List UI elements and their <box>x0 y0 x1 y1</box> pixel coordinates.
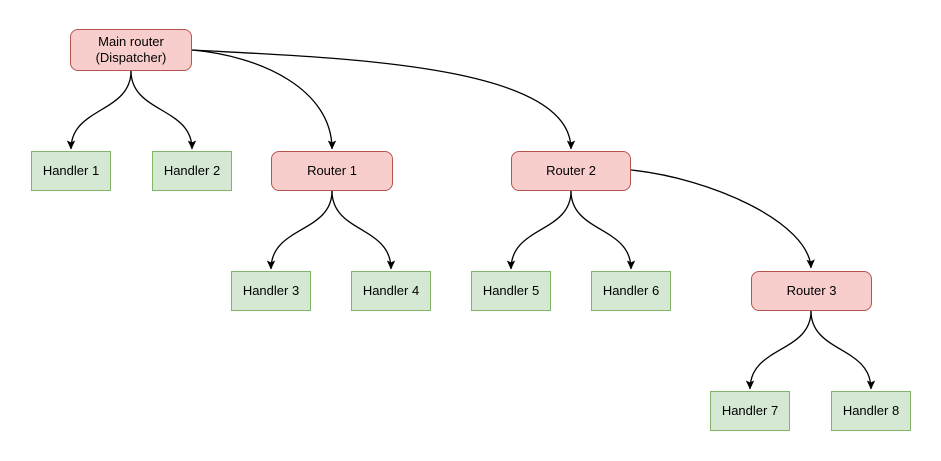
node-handler-8: Handler 8 <box>831 391 911 431</box>
edge-router-3-to-handler-7 <box>745 310 812 390</box>
handler-6-label: Handler 6 <box>602 283 660 298</box>
node-handler-4: Handler 4 <box>351 271 431 311</box>
node-handler-3: Handler 3 <box>231 271 311 311</box>
edge-main-router-to-router-1 <box>191 49 337 150</box>
main-router-label-line2: (Dispatcher) <box>95 50 167 65</box>
handler-7-label: Handler 7 <box>721 403 779 418</box>
edge-main-router-to-handler-2 <box>130 70 197 150</box>
edge-main-router-to-handler-1 <box>66 70 132 150</box>
router-2-label: Router 2 <box>546 163 596 178</box>
handler-2-label: Handler 2 <box>163 163 221 178</box>
node-handler-2: Handler 2 <box>152 151 232 191</box>
node-handler-7: Handler 7 <box>710 391 790 431</box>
node-handler-6: Handler 6 <box>591 271 671 311</box>
edge-router-1-to-handler-4 <box>331 190 396 270</box>
node-router-1: Router 1 <box>271 151 393 191</box>
node-handler-1: Handler 1 <box>31 151 111 191</box>
edge-router-2-to-handler-6 <box>570 190 636 270</box>
node-router-2: Router 2 <box>511 151 631 191</box>
handler-8-label: Handler 8 <box>842 403 900 418</box>
main-router-label: Main router (Dispatcher) <box>96 34 167 66</box>
handler-1-label: Handler 1 <box>42 163 100 178</box>
main-router-label-line1: Main router <box>98 34 164 49</box>
edge-router-1-to-handler-3 <box>266 190 333 270</box>
handler-4-label: Handler 4 <box>362 283 420 298</box>
node-router-3: Router 3 <box>751 271 872 311</box>
handler-3-label: Handler 3 <box>242 283 300 298</box>
handler-5-label: Handler 5 <box>482 283 540 298</box>
edge-router-3-to-handler-8 <box>810 310 876 390</box>
edge-router-2-to-router-3 <box>630 169 815 269</box>
node-handler-5: Handler 5 <box>471 271 551 311</box>
edge-main-router-to-router-2 <box>191 49 576 150</box>
router-1-label: Router 1 <box>307 163 357 178</box>
router-3-label: Router 3 <box>786 283 837 298</box>
edge-router-2-to-handler-5 <box>506 190 572 270</box>
node-main-router: Main router (Dispatcher) <box>70 29 192 71</box>
